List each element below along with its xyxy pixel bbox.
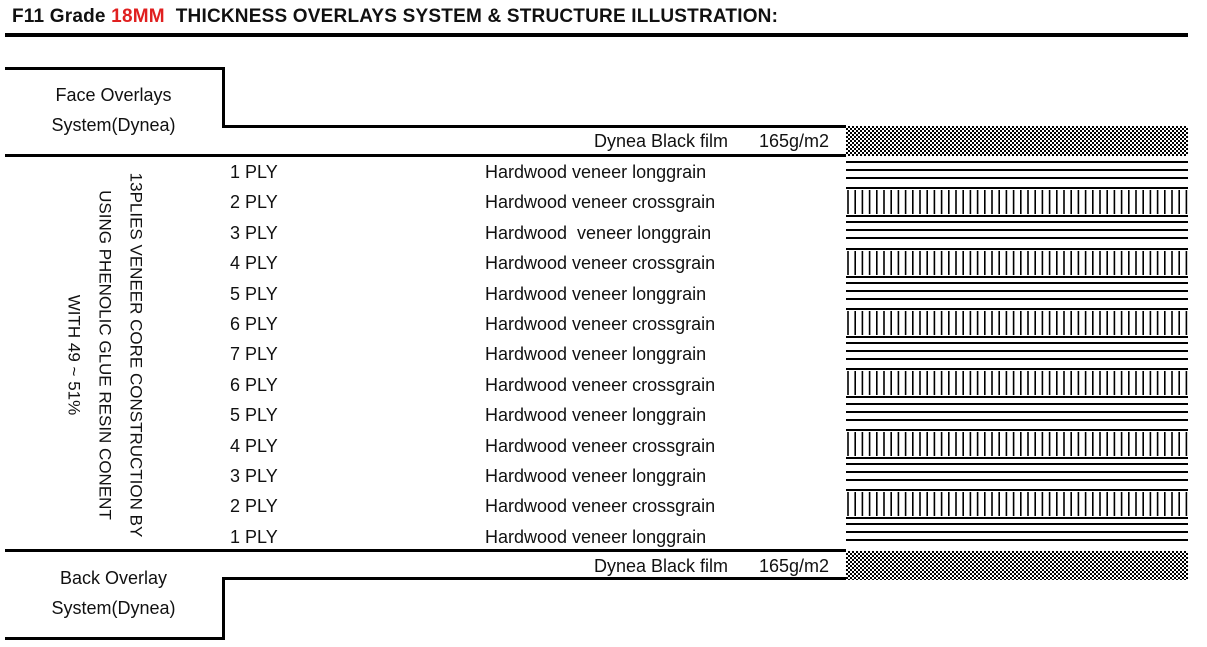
face-film-swatch (846, 126, 1188, 156)
ply-number: 6 PLY (230, 374, 278, 395)
longgrain-layer (846, 281, 1188, 300)
ply-description: Hardwood veneer crossgrain (485, 496, 716, 517)
face-box-top-line (5, 67, 225, 70)
page-title: F11 Grade 18MM THICKNESS OVERLAYS SYSTEM… (12, 6, 778, 28)
face-overlay-line (222, 125, 846, 128)
ply-number: 7 PLY (230, 344, 278, 365)
ply-number: 5 PLY (230, 283, 278, 304)
back-film-name: Dynea Black film (594, 556, 729, 576)
core-top-line (5, 154, 846, 157)
back-box-right-line (222, 577, 225, 640)
face-film-weight: 165g/m2 (759, 131, 830, 151)
ply-number: 1 PLY (230, 526, 278, 547)
ply-number: 3 PLY (230, 466, 278, 486)
ply-description: Hardwood veneer crossgrain (485, 374, 716, 395)
longgrain-layer (846, 463, 1188, 481)
ply-description: Hardwood veneer crossgrain (485, 314, 716, 334)
back-overlay-label-line2: System(Dynea) (51, 598, 176, 618)
longgrain-layer (846, 221, 1188, 240)
back-overlay-label-line1: Back Overlay (59, 568, 168, 588)
ply-description: Hardwood veneer crossgrain (485, 253, 716, 274)
ply-number: 3 PLY (230, 222, 278, 243)
ply-number: 4 PLY (230, 435, 278, 456)
ply-description: Hardwood veneer longgrain (485, 466, 707, 486)
back-box-bottom-line (5, 637, 225, 640)
longgrain-layer (846, 402, 1188, 421)
face-box-right-line (222, 67, 225, 127)
crossgrain-layer (846, 247, 1188, 278)
core-description-line1: 13PLIES VENEER CORE CONSTRUCTION BY (126, 172, 146, 538)
ply-description: Hardwood veneer crossgrain (485, 192, 716, 213)
ply-description: Hardwood veneer crossgrain (485, 435, 716, 456)
ply-description: Hardwood veneer longgrain (485, 344, 707, 365)
back-overlay-line (222, 577, 846, 580)
crossgrain-layer (846, 308, 1188, 338)
ply-description: Hardwood veneer longgrain (485, 405, 707, 426)
face-film-name: Dynea Black film (594, 131, 729, 151)
back-film-weight: 165g/m2 (759, 556, 830, 576)
ply-description: Hardwood veneer longgrain (485, 162, 707, 182)
title-underline (5, 33, 1188, 37)
ply-number: 1 PLY (230, 162, 278, 182)
title-prefix: F11 Grade (12, 6, 106, 27)
core-description-line3: WITH 49 ~ 51% (64, 294, 84, 416)
ply-number: 5 PLY (230, 405, 278, 426)
face-overlay-label: Face Overlays System(Dynea) (5, 80, 222, 140)
back-film-swatch (846, 551, 1188, 580)
longgrain-layer (846, 523, 1188, 542)
crossgrain-layer (846, 428, 1188, 459)
longgrain-layer (846, 161, 1188, 179)
core-description: 13PLIES VENEER CORE CONSTRUCTION BY USIN… (25, 160, 185, 550)
core-description-line2: USING PHENOLIC GLUE RESIN CONENT (95, 190, 115, 520)
ply-number: 2 PLY (230, 496, 278, 517)
crossgrain-layer (846, 368, 1188, 399)
ply-description: Hardwood veneer longgrain (485, 526, 707, 547)
crossgrain-layer (846, 187, 1188, 218)
crossgrain-layer (846, 489, 1188, 520)
longgrain-layer (846, 342, 1188, 361)
title-highlight: 18MM (111, 6, 165, 27)
ply-number: 4 PLY (230, 253, 278, 274)
core-bottom-line (5, 549, 846, 552)
ply-description: Hardwood veneer longgrain (485, 222, 712, 243)
ply-number: 2 PLY (230, 192, 278, 213)
back-overlay-label: Back Overlay System(Dynea) (5, 563, 222, 623)
ply-number: 6 PLY (230, 314, 278, 334)
ply-description: Hardwood veneer longgrain (485, 283, 707, 304)
face-overlay-label-line2: System(Dynea) (51, 115, 176, 135)
face-overlay-label-line1: Face Overlays (55, 85, 172, 105)
title-suffix: THICKNESS OVERLAYS SYSTEM & STRUCTURE IL… (175, 6, 779, 27)
